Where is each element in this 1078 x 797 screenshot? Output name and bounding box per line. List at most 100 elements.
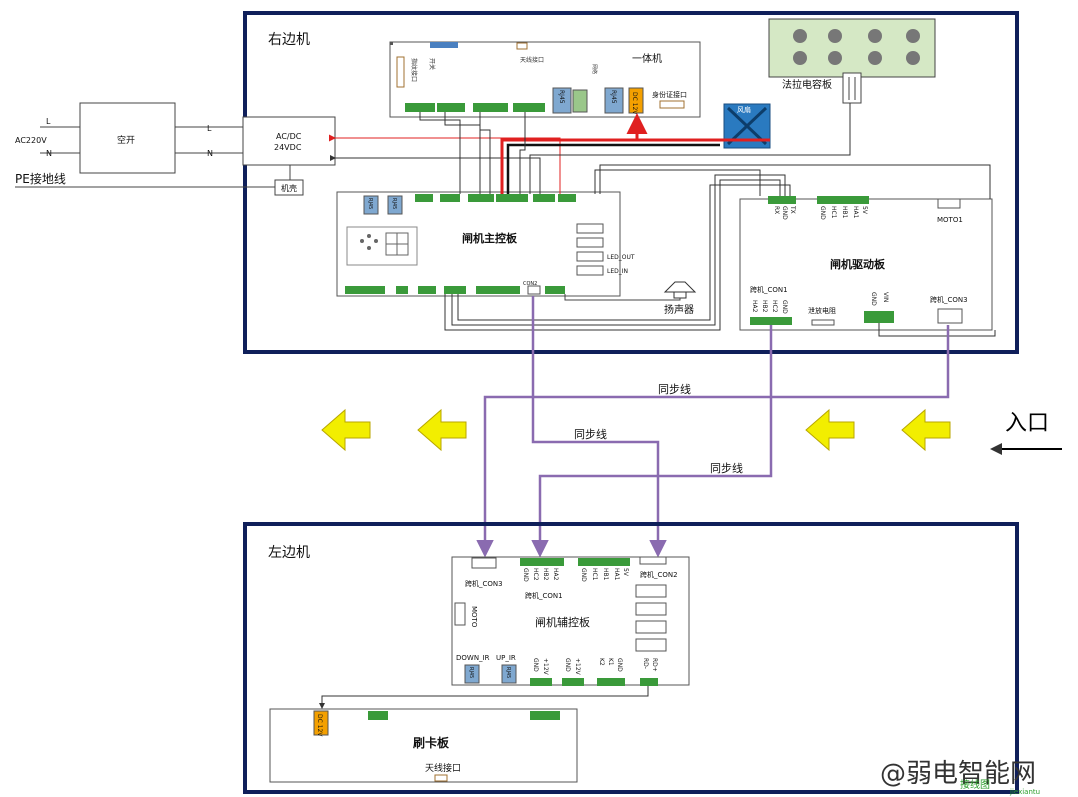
svg-text:+12V: +12V [574,658,581,676]
svg-text:LED_IN: LED_IN [607,268,628,275]
svg-text:RJ45: RJ45 [505,667,511,678]
svg-text:跨机_CON1: 跨机_CON1 [525,591,563,600]
svg-text:跨机_CON3: 跨机_CON3 [465,579,503,588]
yellow-arrow-2-icon [417,408,467,452]
svg-text:L: L [207,124,212,133]
svg-text:HB1: HB1 [841,206,848,219]
speaker-label: 扬声器 [664,303,694,316]
entry-label: 入口 [1005,411,1049,436]
power-section: AC220V L N 空开 L N AC/DC 24VDC PE接地线 机壳 [15,102,395,196]
svg-text:RD-: RD- [642,658,649,669]
svg-text:HA2: HA2 [552,568,559,581]
svg-text:天线接口: 天线接口 [425,762,461,774]
svg-text:DOWN_IR: DOWN_IR [456,654,490,662]
yellow-arrow-4-icon [901,408,951,452]
capacitor-board-title: 法拉电容板 [782,78,832,91]
svg-text:HB2: HB2 [761,300,768,313]
acdc-label: AC/DC [276,132,302,141]
capacitor-board: 法拉电容板 [768,18,936,104]
svg-text:DC 12V: DC 12V [316,714,323,737]
svg-text:HC2: HC2 [532,568,539,581]
svg-text:RJ45: RJ45 [391,198,397,209]
yellow-arrow-1-icon [321,408,371,452]
svg-text:GND: GND [522,568,529,582]
svg-text:HA1: HA1 [852,206,859,219]
svg-text:HB1: HB1 [602,568,609,581]
svg-text:GND: GND [580,568,587,582]
svg-text:泄放电阻: 泄放电阻 [808,306,836,315]
aux-control-board: 跨机_CON3 GND HC2 HB2 HA2 跨机_CON1 GND HC1 … [451,556,690,686]
svg-text:RX: RX [773,206,780,214]
right-machine-frame [243,11,1019,354]
internal-wiring [395,103,996,337]
svg-text:RD+: RD+ [651,658,658,672]
svg-text:GND: GND [532,658,539,672]
watermark-text: @弱电智能网 [880,759,1036,789]
svg-text:HC1: HC1 [830,206,837,219]
svg-text:RJ45: RJ45 [610,90,617,104]
watermark-logo: 接线图 [960,778,990,791]
svg-text:L: L [46,117,51,126]
svg-text:N: N [207,149,213,158]
svg-text:GND: GND [616,658,623,672]
svg-text:HB2: HB2 [542,568,549,581]
svg-text:MOTO: MOTO [470,606,478,628]
svg-text:GND: GND [564,658,571,672]
svg-text:HC1: HC1 [591,568,598,581]
svg-text:MOTO1: MOTO1 [937,216,963,224]
svg-text:身份证接口: 身份证接口 [652,90,687,99]
svg-text:DC 12V: DC 12V [631,92,638,115]
sync-label-2: 同步线 [574,427,607,441]
svg-text:LED_OUT: LED_OUT [607,254,635,261]
yellow-arrow-3-icon [805,408,855,452]
svg-text:RJ45: RJ45 [558,90,565,104]
left-machine-frame [243,522,1019,794]
svg-text:+12V: +12V [542,658,549,676]
acdc-volt: 24VDC [274,143,302,152]
chassis-box [274,179,304,196]
sync-label-1: 同步线 [658,382,691,396]
drive-board-title: 闸机驱动板 [830,257,886,271]
speaker: 扬声器 [564,281,697,316]
sync-lines [476,296,950,558]
svg-text:UP_IR: UP_IR [496,654,516,662]
sync-label-3: 同步线 [710,461,743,475]
svg-text:K1: K1 [607,658,614,666]
drive-board: RX GND TX GND HC1 HB1 HA1 5V MOTO1 闸机驱动板… [739,196,993,331]
acdc-module [242,116,336,166]
sync-line-2 [531,325,773,558]
svg-text:5V: 5V [861,206,868,215]
sync-line-3 [476,325,950,558]
svg-text:跨机_CON2: 跨机_CON2 [640,570,678,579]
svg-text:GND: GND [781,300,788,314]
svg-text:开关: 开关 [428,58,436,70]
card-board-title: 刷卡板 [413,735,450,750]
svg-text:跨机_CON1: 跨机_CON1 [750,285,788,294]
svg-text:HC2: HC2 [771,300,778,313]
svg-text:RJ45: RJ45 [468,667,474,678]
main-control-board: RJ45 RJ45 闸机主控板 LED_OUT LED_IN CON2 [336,191,635,297]
svg-text:VIN: VIN [882,292,889,302]
svg-text:HA2: HA2 [751,300,758,313]
svg-text:5V: 5V [622,568,629,577]
svg-text:天线接口: 天线接口 [520,56,544,64]
all-in-one-title: 一体机 [632,52,662,65]
svg-text:TX: TX [789,205,796,214]
svg-text:GND: GND [870,292,877,306]
card-reader-board: DC 12V 刷卡板 天线接口 [269,708,578,783]
ac220-label: AC220V [15,136,47,145]
svg-text:RJ45: RJ45 [367,198,373,209]
card-wire [319,686,649,709]
svg-text:K2: K2 [598,658,605,666]
sync-line-1 [531,296,667,558]
svg-text:跨机_CON3: 跨机_CON3 [930,295,968,304]
direction-arrows [321,408,951,452]
aux-board-title: 闸机辅控板 [535,615,590,629]
svg-text:机壳: 机壳 [281,183,297,193]
svg-text:GND: GND [781,206,788,220]
right-machine-title: 右边机 [268,32,310,48]
watermark-sub: jiexiantu [1009,788,1040,796]
fan-label: 风扇 [737,105,751,114]
air-switch [79,102,176,174]
